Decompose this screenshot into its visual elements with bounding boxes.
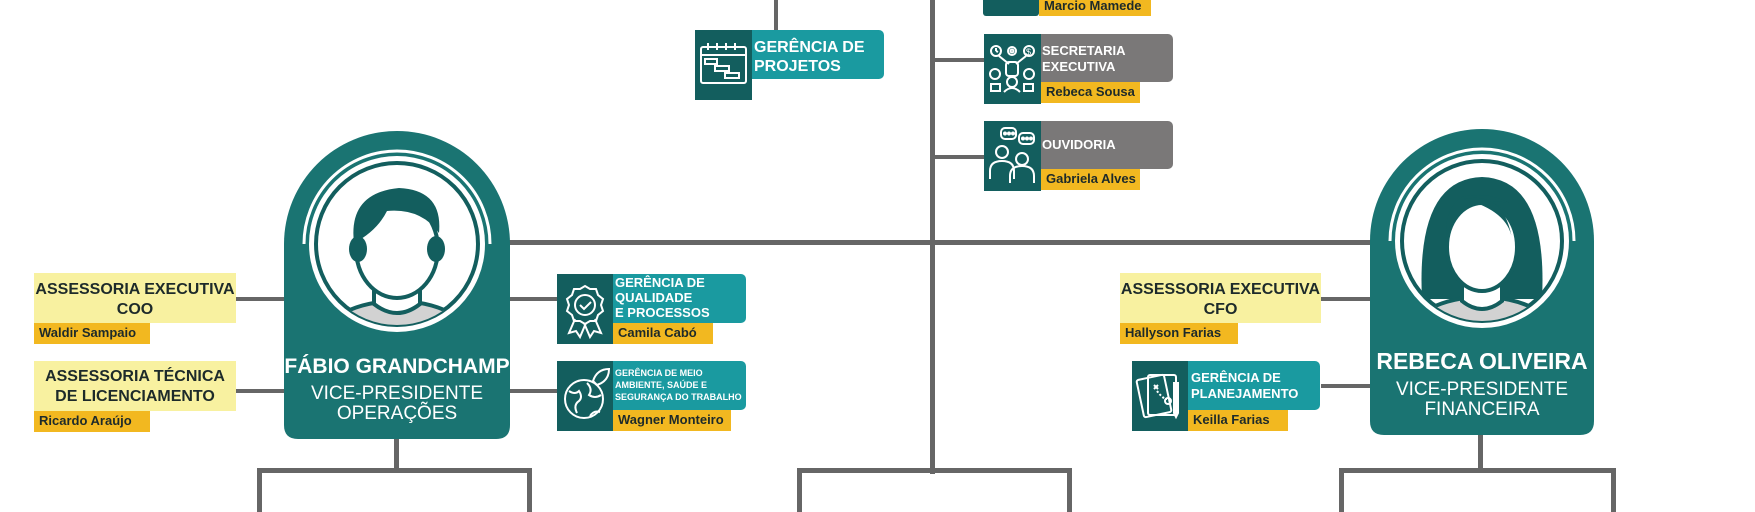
top-card-icon xyxy=(983,0,1039,16)
vp-operacoes-card[interactable]: FÁBIO GRANDCHAMP VICE-PRESIDENTE OPERAÇÕ… xyxy=(284,131,510,439)
connector-qualidade xyxy=(505,297,557,301)
connector-coo xyxy=(232,297,284,301)
connector-left-branch xyxy=(257,468,532,473)
vp-financeira-card[interactable]: REBECA OLIVEIRA VICE-PRESIDENTE FINANCEI… xyxy=(1370,129,1594,435)
secretaria-line1: SECRETARIA xyxy=(1042,43,1126,58)
connector-right-branch-l xyxy=(1339,468,1344,512)
connector-top-left-vertical xyxy=(774,0,778,30)
connector-main-vertical xyxy=(930,0,935,474)
gerencia-planejamento-name: Keilla Farias xyxy=(1188,410,1288,431)
connector-cfo xyxy=(1321,297,1371,301)
assessoria-licenciamento-line1: ASSESSORIA TÉCNICA xyxy=(45,368,225,385)
connector-left-branch-r xyxy=(527,468,532,512)
vp-financeira-title-line2: FINANCEIRA xyxy=(1424,399,1540,420)
connector-meio-ambiente xyxy=(505,389,557,393)
assessoria-coo-box: ASSESSORIA EXECUTIVA COO xyxy=(34,273,236,323)
connector-horizontal-main xyxy=(505,240,1371,245)
gerencia-planejamento-line1: GERÊNCIA DE xyxy=(1191,370,1281,385)
assessoria-cfo-line1: ASSESSORIA EXECUTIVA xyxy=(1120,281,1321,298)
ouvidoria-name: Gabriela Alves xyxy=(1041,169,1140,190)
connector-right-branch xyxy=(1339,468,1616,473)
connector-center-branch-r xyxy=(1067,468,1072,512)
connector-center-branch xyxy=(797,468,1072,473)
globe-leaf-icon xyxy=(557,361,613,431)
vp-financeira-name: REBECA OLIVEIRA xyxy=(1376,348,1588,374)
gerencia-projetos-line2: PROJETOS xyxy=(754,58,841,75)
connector-licenciamento xyxy=(232,389,284,393)
connector-left-branch-l xyxy=(257,468,262,512)
ouvidoria-label-box: OUVIDORIA xyxy=(1041,121,1173,169)
connector-ouvidoria xyxy=(932,155,984,159)
ouvidoria-label: OUVIDORIA xyxy=(1042,137,1116,152)
vp-operacoes-title-line1: VICE-PRESIDENTE xyxy=(310,383,484,404)
people-chat-icon xyxy=(984,121,1041,191)
admin-tools-icon: $ xyxy=(984,34,1041,104)
top-card-name: Marcio Mamede xyxy=(1039,0,1151,16)
gerencia-meio-ambiente-line1: GERÊNCIA DE MEIO xyxy=(615,368,703,378)
vp-operacoes-name: FÁBIO GRANDCHAMP xyxy=(284,355,510,378)
connector-secretaria xyxy=(932,58,984,62)
gerencia-meio-ambiente-line2: AMBIENTE, SAÚDE E xyxy=(615,380,708,390)
award-badge-icon xyxy=(557,274,613,344)
assessoria-coo-name: Waldir Sampaio xyxy=(34,323,150,344)
gerencia-projetos-line1: GERÊNCIA DE xyxy=(754,39,865,56)
connector-right-branch-r xyxy=(1611,468,1616,512)
assessoria-cfo-line2: CFO xyxy=(1203,301,1238,318)
gerencia-projetos-label-box: GERÊNCIA DE PROJETOS xyxy=(752,30,884,79)
connector-left-down xyxy=(394,436,399,470)
connector-right-down xyxy=(1478,432,1483,470)
female-avatar-icon xyxy=(1370,129,1594,435)
gerencia-qualidade-line3: E PROCESSOS xyxy=(615,305,710,320)
assessoria-coo-line2: COO xyxy=(116,301,154,318)
planning-board-icon xyxy=(1132,361,1188,431)
gerencia-meio-ambiente-line3: SEGURANÇA DO TRABALHO xyxy=(615,392,742,402)
assessoria-licenciamento-line2: DE LICENCIAMENTO xyxy=(55,388,215,405)
male-avatar-icon xyxy=(284,131,510,439)
gerencia-meio-ambiente-name: Wagner Monteiro xyxy=(613,410,731,431)
assessoria-cfo-name: Hallyson Farias xyxy=(1120,323,1238,344)
connector-center-branch-l xyxy=(797,468,802,512)
gerencia-planejamento-line2: PLANEJAMENTO xyxy=(1191,386,1299,401)
vp-financeira-title-line1: VICE-PRESIDENTE xyxy=(1395,379,1569,400)
gerencia-qualidade-line2: QUALIDADE xyxy=(615,290,693,305)
assessoria-licenciamento-name: Ricardo Araújo xyxy=(34,411,150,432)
vp-operacoes-title-line2: OPERAÇÕES xyxy=(336,403,458,424)
secretaria-line2: EXECUTIVA xyxy=(1042,59,1116,74)
assessoria-cfo-box: ASSESSORIA EXECUTIVA CFO xyxy=(1120,273,1321,323)
gerencia-qualidade-name: Camila Cabó xyxy=(613,323,713,344)
connector-planejamento xyxy=(1321,384,1371,388)
assessoria-licenciamento-box: ASSESSORIA TÉCNICA DE LICENCIAMENTO xyxy=(34,361,236,411)
svg-text:$: $ xyxy=(1026,47,1031,57)
secretaria-label-box: SECRETARIA EXECUTIVA xyxy=(1041,34,1173,82)
gerencia-meio-ambiente-label-box: GERÊNCIA DE MEIO AMBIENTE, SAÚDE E SEGUR… xyxy=(613,361,746,410)
calendar-gantt-icon xyxy=(695,30,752,100)
assessoria-coo-line1: ASSESSORIA EXECUTIVA xyxy=(35,281,235,298)
gerencia-qualidade-label-box: GERÊNCIA DE QUALIDADE E PROCESSOS xyxy=(613,274,746,323)
gerencia-planejamento-label-box: GERÊNCIA DE PLANEJAMENTO xyxy=(1188,361,1320,410)
secretaria-name: Rebeca Sousa xyxy=(1041,82,1140,103)
gerencia-qualidade-line1: GERÊNCIA DE xyxy=(615,275,705,290)
